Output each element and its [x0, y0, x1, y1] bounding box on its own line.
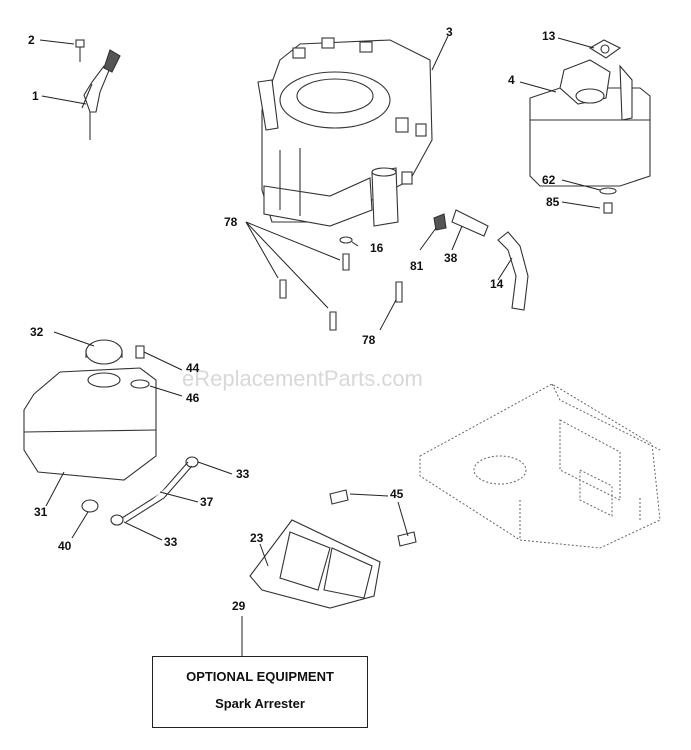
callout-labels: 2 1 3 13 4 62 85 78 16 81 38 14 78 32 44…: [28, 25, 560, 613]
callout-3: 3: [446, 25, 453, 39]
callout-16: 16: [370, 241, 384, 255]
callout-44: 44: [186, 361, 200, 375]
callout-81: 81: [410, 259, 424, 273]
callout-78-lower: 78: [362, 333, 376, 347]
optional-equipment-title: OPTIONAL EQUIPMENT: [186, 669, 334, 684]
callout-85: 85: [546, 195, 560, 209]
callout-37: 37: [200, 495, 214, 509]
callout-62: 62: [542, 173, 556, 187]
callout-31: 31: [34, 505, 48, 519]
callout-38: 38: [444, 251, 458, 265]
callout-78-upper: 78: [224, 215, 238, 229]
engine-drawing: [257, 37, 433, 227]
callout-45: 45: [390, 487, 404, 501]
callout-29: 29: [232, 599, 246, 613]
muffler-drawing: [529, 39, 651, 214]
optional-equipment-box: OPTIONAL EQUIPMENT Spark Arrester: [152, 656, 368, 728]
throttle-control-drawing: [75, 39, 121, 140]
fuel-tank-drawing: [23, 339, 199, 526]
callout-32: 32: [30, 325, 44, 339]
frame-dotted-drawing: [419, 383, 661, 549]
callout-1: 1: [32, 89, 39, 103]
callout-4: 4: [508, 73, 515, 87]
callout-14: 14: [490, 277, 504, 291]
callout-13: 13: [542, 29, 556, 43]
callout-23: 23: [250, 531, 264, 545]
callout-46: 46: [186, 391, 200, 405]
callout-40: 40: [58, 539, 72, 553]
callout-33-lower: 33: [164, 535, 178, 549]
callout-33-upper: 33: [236, 467, 250, 481]
callout-2: 2: [28, 33, 35, 47]
watermark-text: eReplacementParts.com: [182, 366, 423, 391]
leader-lines: [39, 35, 601, 656]
engine-fasteners-drawing: [279, 209, 529, 331]
spark-arrester-label: Spark Arrester: [215, 696, 305, 711]
spark-arrester-drawing: [249, 489, 417, 609]
